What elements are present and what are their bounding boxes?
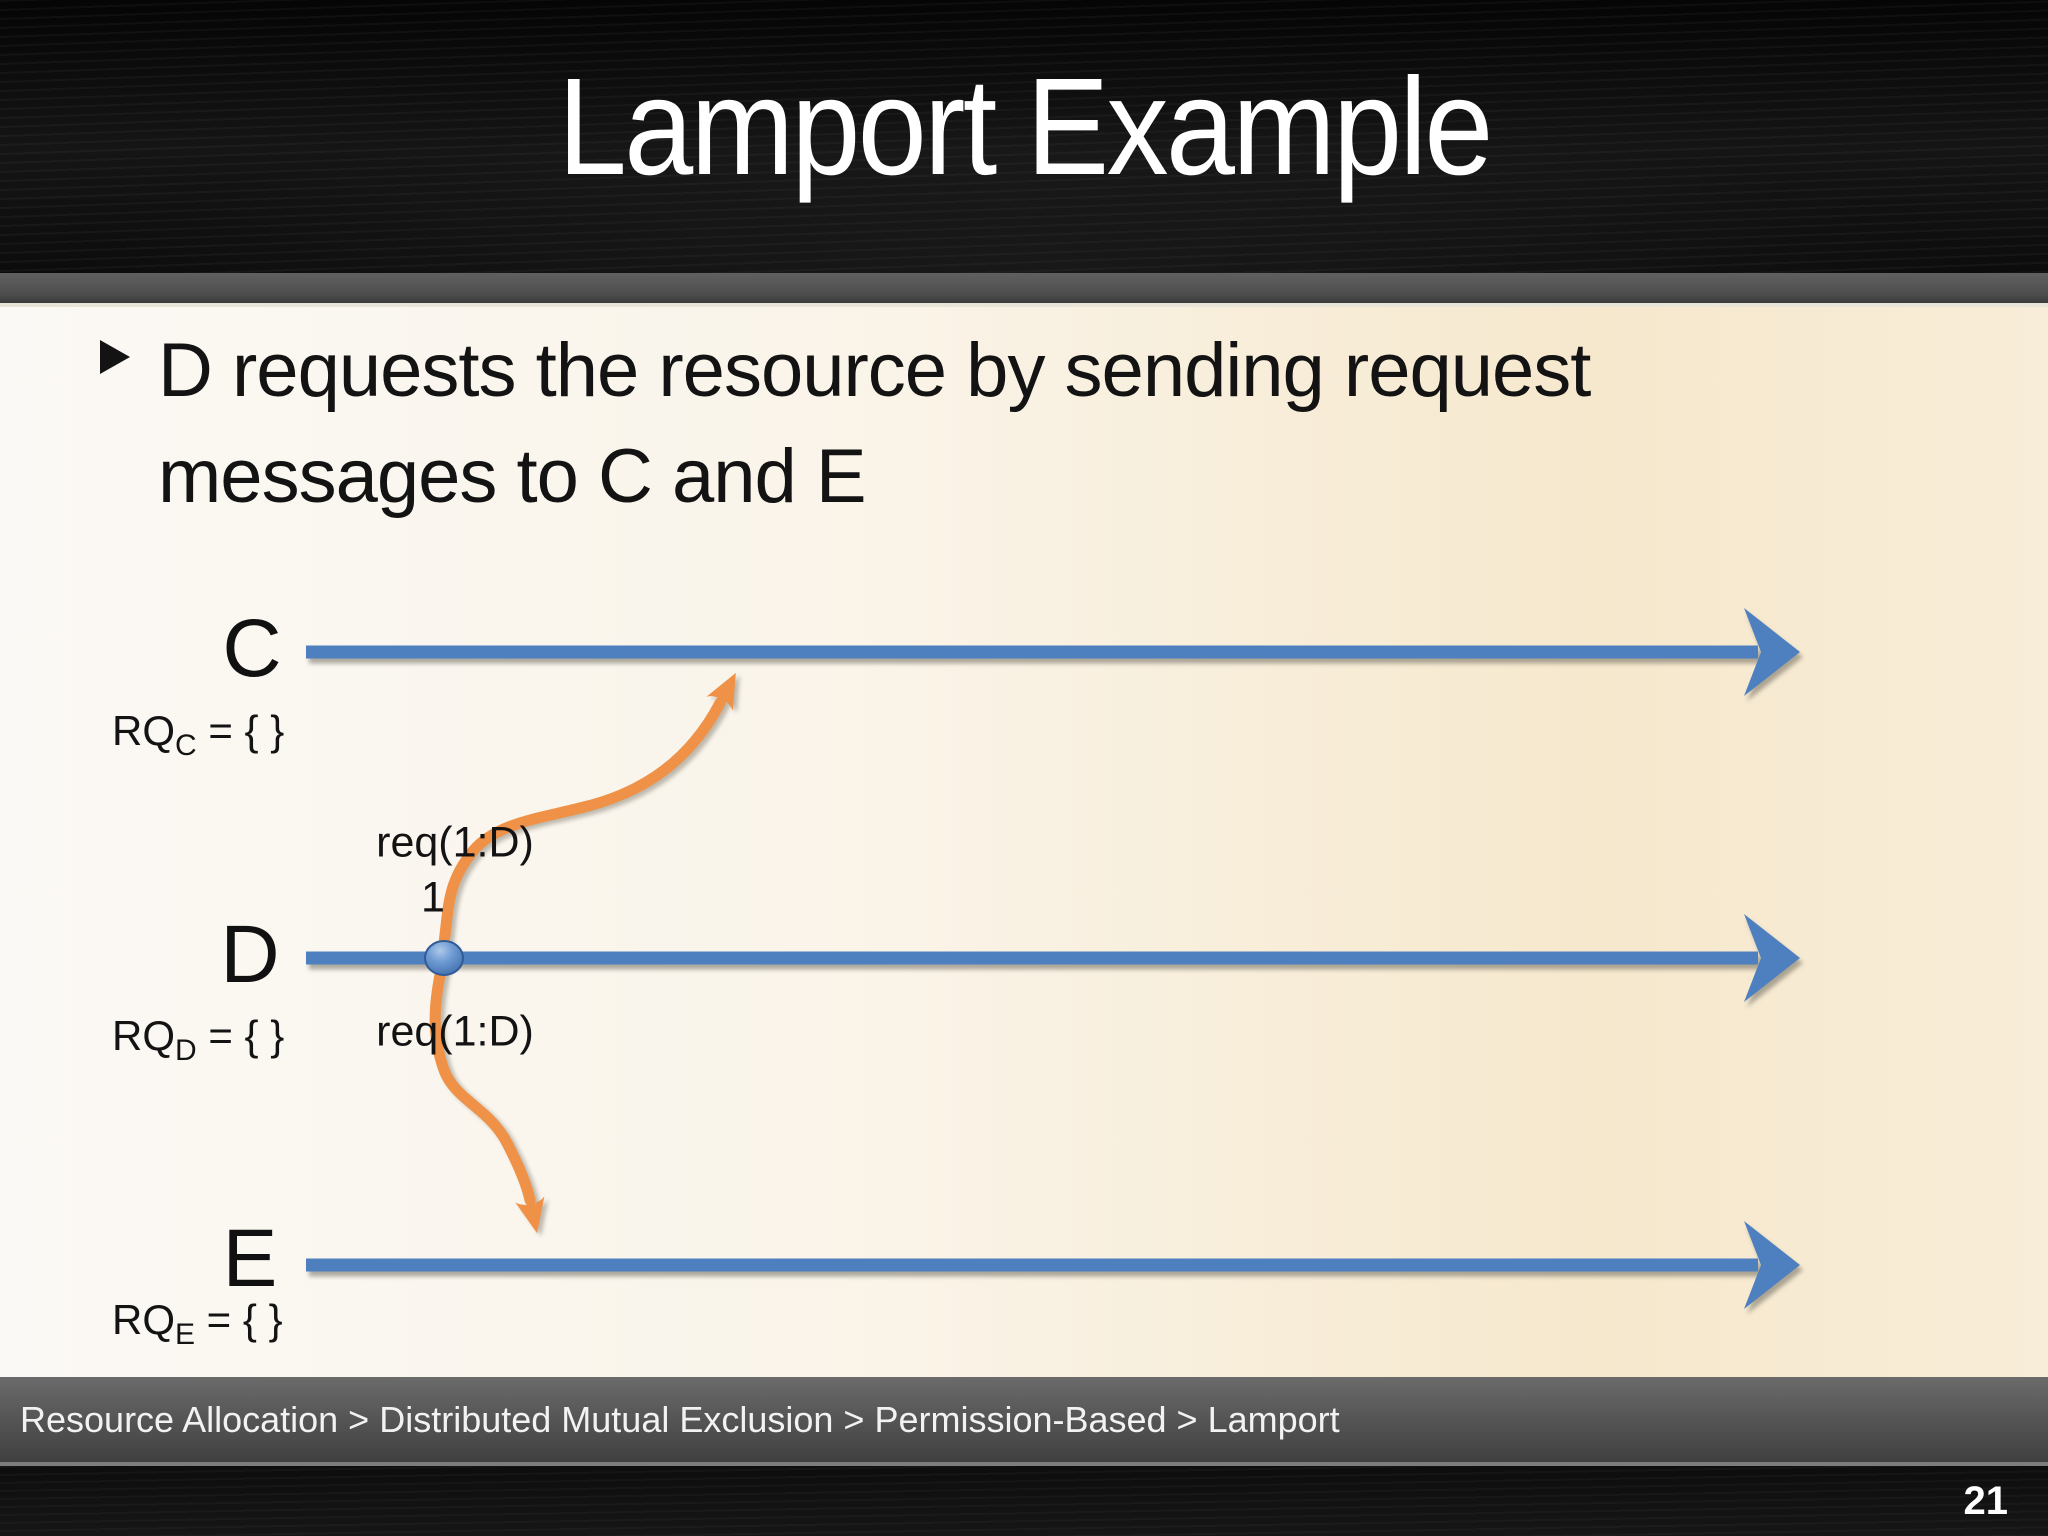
page-number: 21 [1963,1478,2009,1523]
rq-subscript: D [175,1034,197,1067]
clock-value-label: 1 [421,873,445,922]
rq-base: RQ [112,1012,175,1059]
request-message-label-to-c: req(1:D) [376,818,534,867]
request-message-label-to-e: req(1:D) [376,1007,534,1056]
request-queue-label-d: RQD = { } [112,1012,285,1066]
bullet-text-line-2: messages to C and E [158,434,867,519]
request-queue-label-c: RQC = { } [112,707,285,761]
rq-value: = { } [195,1296,283,1343]
process-label-d: D [220,909,280,1000]
request-queue-label-e: RQE = { } [112,1296,283,1350]
bullet-text-line-1: D requests the resource by sending reque… [158,328,1591,413]
bullet-triangle-icon [100,340,130,374]
footer-page-bar: 21 [0,1466,2048,1536]
header-divider-strip [0,273,2048,307]
footer-breadcrumb-bar: Resource Allocation > Distributed Mutual… [0,1377,2048,1466]
breadcrumb: Resource Allocation > Distributed Mutual… [20,1398,1340,1440]
slide-body [0,307,2048,1377]
rq-value: = { } [196,1012,285,1059]
bullet-item: D requests the resource by sending reque… [100,318,1591,530]
process-label-c: C [222,603,282,694]
rq-base: RQ [112,1296,175,1343]
rq-base: RQ [112,707,175,754]
rq-subscript: C [175,729,197,762]
page-title: Lamport Example [557,50,1494,204]
slide-header-band: Lamport Example [0,0,2048,273]
rq-subscript: E [175,1318,196,1351]
bullet-text: D requests the resource by sending reque… [158,318,1591,530]
rq-value: = { } [196,707,285,754]
process-label-e: E [222,1213,278,1304]
